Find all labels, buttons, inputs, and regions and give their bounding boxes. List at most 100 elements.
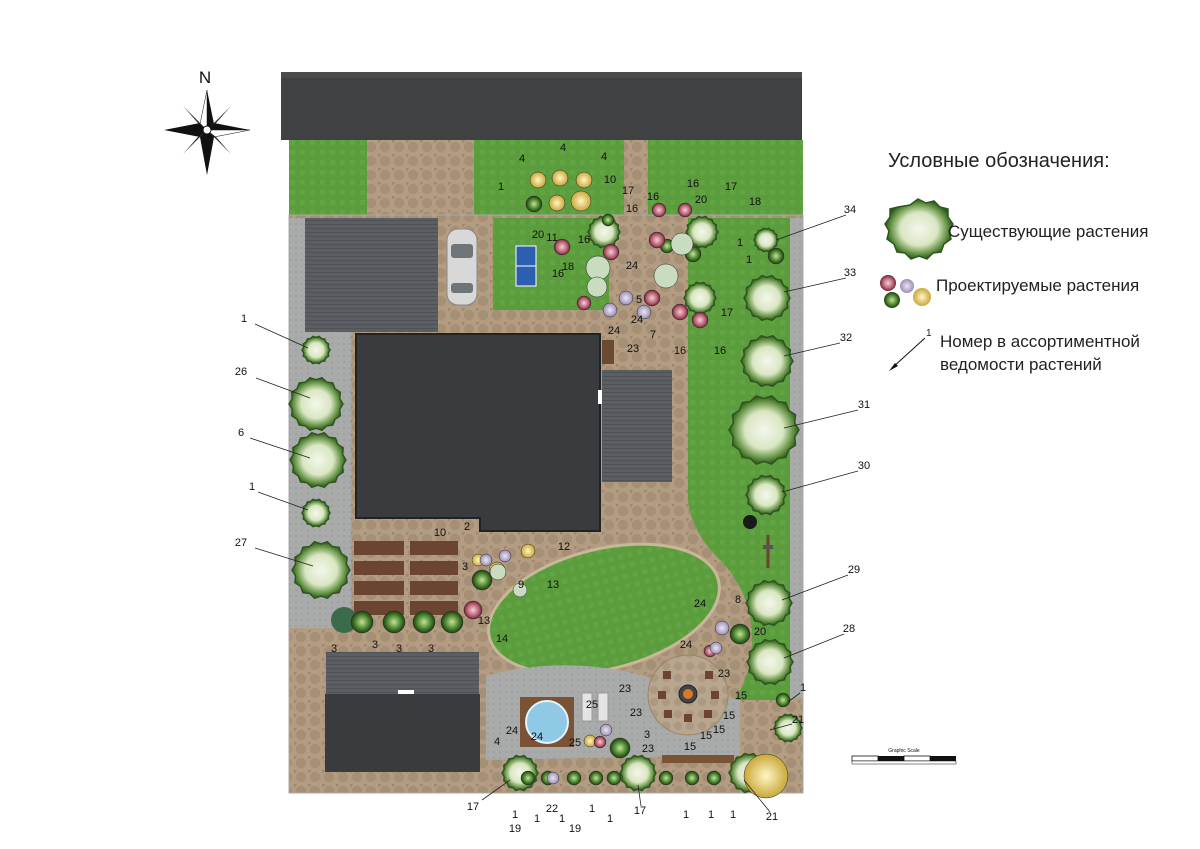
plant-number-label: 16 [674, 345, 686, 357]
plant-number-label: 1 [559, 813, 565, 825]
shed [325, 694, 480, 772]
plant-number-label: 15 [684, 741, 696, 753]
plant-icon [677, 202, 693, 218]
plant-number-label: 20 [532, 229, 544, 241]
plant-number-label: 21 [792, 714, 804, 726]
plant-number-label: 17 [634, 805, 646, 817]
plant-icon [740, 334, 794, 388]
plant-icon [775, 692, 791, 708]
legend-designed-label: Проектируемые растения [936, 276, 1140, 295]
plant-number-label: 27 [235, 537, 247, 549]
plant-number-label: 23 [718, 668, 730, 680]
plant-number-label: 15 [723, 710, 735, 722]
plant-icon [651, 202, 667, 218]
plant-number-label: 3 [644, 729, 650, 741]
house [355, 333, 601, 532]
garage-roof [305, 218, 438, 332]
plant-number-label: 31 [858, 399, 870, 411]
plant-number-label: 18 [562, 261, 574, 273]
plant-icon [671, 303, 689, 321]
plant-icon [588, 770, 604, 786]
plant-icon [301, 335, 331, 365]
plant-icon [570, 190, 592, 212]
plant-number-label: 20 [754, 626, 766, 638]
plant-icon [709, 641, 723, 655]
plant-icon [773, 713, 803, 743]
plant-number-label: 10 [604, 174, 616, 186]
plant-icon [498, 549, 512, 563]
plant-icon [746, 638, 794, 686]
plant-icon [670, 232, 694, 256]
legend-existing-label: Существующие растения [948, 222, 1149, 241]
plant-number-label: 33 [844, 267, 856, 279]
plant-icon [714, 620, 730, 636]
plant-icon [648, 231, 666, 249]
plant-number-label: 20 [695, 194, 707, 206]
plant-icon [593, 735, 607, 749]
plant-icon [619, 754, 657, 792]
plant-number-label: 28 [843, 623, 855, 635]
plant-number-label: 8 [735, 594, 741, 606]
compass-north-label: N [199, 68, 211, 87]
plant-number-label: 3 [428, 643, 434, 655]
plant-icon [412, 610, 436, 634]
plant-number-label: 24 [506, 725, 518, 737]
plant-number-label: 17 [725, 181, 737, 193]
plant-number-label: 1 [249, 481, 255, 493]
plant-number-label: 30 [858, 460, 870, 472]
plant-number-label: 2 [464, 521, 470, 533]
plant-icon [728, 395, 800, 465]
plant-icon [636, 304, 652, 320]
plant-number-label: 22 [546, 803, 558, 815]
plant-number-label: 24 [631, 314, 643, 326]
plant-icon [301, 498, 331, 528]
plant-icon [529, 171, 547, 189]
plant-icon [684, 770, 700, 786]
plant-icon [585, 255, 611, 281]
plant-icon [553, 238, 571, 256]
plant-number-label: 10 [434, 527, 446, 539]
plant-number-label: 17 [622, 185, 634, 197]
plant-icon [745, 474, 787, 516]
plant-number-label: 3 [372, 639, 378, 651]
bench [763, 535, 773, 568]
plant-number-label: 4 [519, 153, 525, 165]
compost-bin [331, 607, 357, 633]
plant-icon [609, 737, 631, 759]
plant-number-label: 32 [840, 332, 852, 344]
legend-number-sup: 1 [926, 328, 932, 339]
plant-number-label: 17 [721, 307, 733, 319]
plant-number-label: 1 [737, 237, 743, 249]
plant-icon [489, 563, 507, 581]
plant-icon [512, 582, 528, 598]
plant-number-label: 7 [650, 329, 656, 341]
lawn-top-left [289, 140, 367, 218]
vegetable-beds [354, 541, 458, 615]
plant-icon [599, 723, 613, 737]
legend-designed-plants-icon [880, 275, 931, 308]
plant-number-label: 16 [626, 203, 638, 215]
plant-icon [288, 376, 344, 432]
fire-pit [647, 654, 729, 736]
plant-icon [729, 623, 751, 645]
plant-number-label: 23 [630, 707, 642, 719]
plant-number-label: 23 [627, 343, 639, 355]
plant-number-label: 1 [730, 809, 736, 821]
plant-icon [643, 289, 661, 307]
legend-title: Условные обозначения: [888, 150, 1110, 172]
plant-number-label: 4 [494, 736, 500, 748]
lawn-oval [487, 542, 721, 676]
plant-number-label: 1 [683, 809, 689, 821]
lawn-top-right [648, 140, 803, 218]
graphic-scale [851, 755, 957, 765]
plant-icon [289, 431, 347, 489]
plant-icon [576, 295, 592, 311]
plant-icon [586, 276, 608, 298]
plant-number-label: 9 [518, 579, 524, 591]
plant-icon [743, 274, 791, 322]
plant-icon [551, 169, 569, 187]
fence-planter [662, 755, 734, 763]
plant-number-label: 19 [509, 823, 521, 835]
plant-number-label: 15 [735, 690, 747, 702]
